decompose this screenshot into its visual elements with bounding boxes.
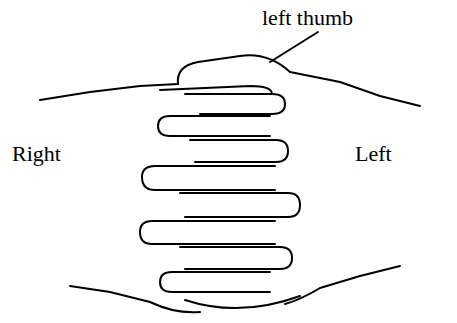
- part-label: left thumb: [262, 6, 353, 30]
- finger: [142, 166, 275, 190]
- finger: [180, 247, 292, 269]
- side-label: Right: [12, 142, 61, 166]
- finger: [180, 193, 300, 217]
- finger: [140, 221, 275, 244]
- right-thumb: [160, 86, 272, 94]
- right-hand-upper-edge: [40, 84, 178, 100]
- finger: [160, 272, 270, 292]
- side-label: Left: [355, 142, 392, 166]
- finger: [190, 140, 288, 162]
- leader-line: [270, 32, 318, 62]
- right-hand-lower-edge: [70, 286, 200, 312]
- finger: [185, 94, 285, 114]
- palm-base: [185, 296, 300, 308]
- left-hand-lower-edge: [285, 266, 400, 304]
- left-hand-upper-edge: [290, 72, 420, 106]
- finger: [158, 116, 270, 136]
